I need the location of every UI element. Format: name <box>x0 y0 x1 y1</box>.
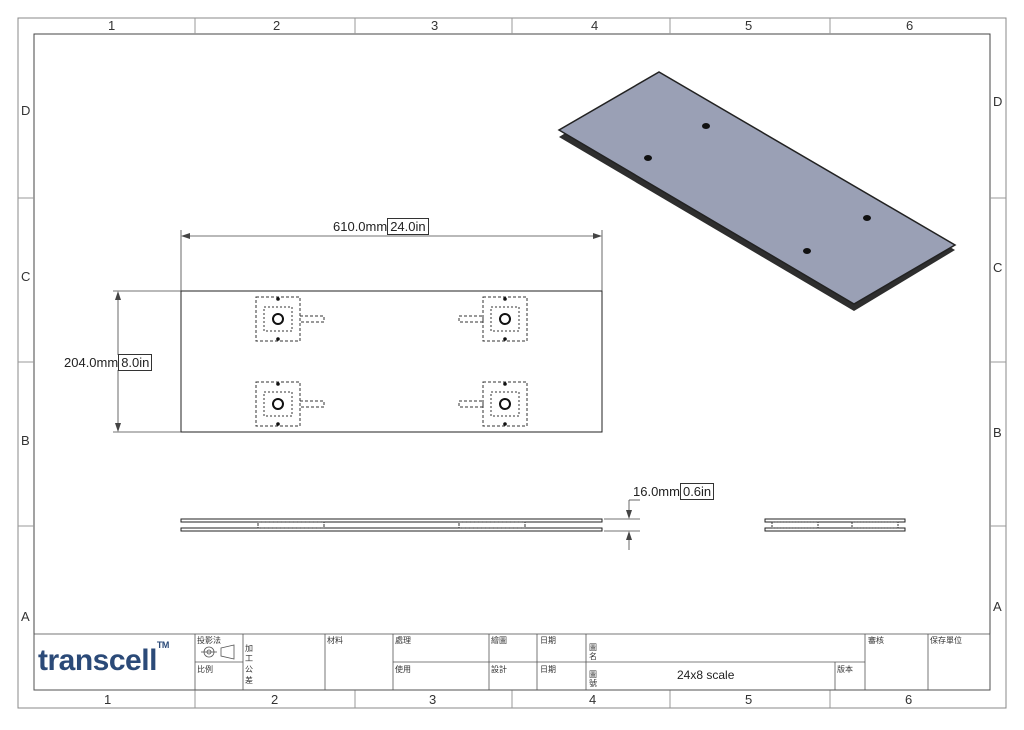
process-label-2: 工 <box>245 654 253 663</box>
foot-top-right <box>458 296 528 342</box>
process-label-1: 加 <box>245 644 253 653</box>
mount-hole <box>644 155 652 161</box>
zone-col-1-bottom: 1 <box>104 692 112 707</box>
zone-col-3-top: 3 <box>431 18 439 33</box>
zone-col-2-top: 2 <box>273 18 281 33</box>
inner-border <box>33 33 991 691</box>
zone-col-5-bottom: 5 <box>745 692 753 707</box>
zone-col-3-bottom: 3 <box>429 692 437 707</box>
zone-row-d-right: D <box>993 94 1003 109</box>
length-mm: 610.0mm <box>333 219 388 234</box>
foot-bottom-left <box>255 381 325 427</box>
front-view <box>180 499 640 550</box>
zone-col-6-bottom: 6 <box>905 692 913 707</box>
mount-hole <box>803 248 811 254</box>
zone-col-6-top: 6 <box>906 18 914 33</box>
zone-row-a-left: A <box>21 609 30 624</box>
zone-row-a-right: A <box>993 599 1002 614</box>
outer-border <box>17 17 1007 709</box>
usage-label: 使用 <box>395 665 411 674</box>
scale-label: 比例 <box>197 665 213 674</box>
zone-row-b-left: B <box>21 433 30 448</box>
thickness-mm: 16.0mm <box>633 484 680 499</box>
plate-top-face <box>557 71 957 305</box>
zone-row-c-right: C <box>993 260 1003 275</box>
mount-hole <box>863 215 871 221</box>
foot-bottom-right <box>458 381 528 427</box>
title-block-grid <box>33 633 991 691</box>
date-label-2: 日期 <box>540 665 556 674</box>
version-label: 版本 <box>837 665 853 674</box>
zone-col-4-bottom: 4 <box>589 692 597 707</box>
zone-row-c-left: C <box>21 269 31 284</box>
zone-col-1-top: 1 <box>108 18 116 33</box>
number-label-2: 號 <box>589 679 597 688</box>
side-view <box>764 518 906 532</box>
draw-label: 繪圖 <box>491 636 507 645</box>
width-in: 8.0in <box>118 354 153 371</box>
treatment-label: 處理 <box>395 636 411 645</box>
projection-label: 投影法 <box>197 636 221 645</box>
top-view <box>113 230 603 433</box>
zone-col-4-top: 4 <box>591 18 599 33</box>
zone-row-b-right: B <box>993 425 1002 440</box>
width-mm: 204.0mm <box>64 355 119 370</box>
isometric-view <box>557 71 957 311</box>
zone-col-5-top: 5 <box>745 18 753 33</box>
logo-text: transcell <box>38 644 157 677</box>
material-label: 材料 <box>327 636 343 645</box>
zone-dividers <box>18 18 1006 708</box>
length-in: 24.0in <box>387 218 429 235</box>
number-label-1: 圖 <box>589 670 597 679</box>
design-label: 設計 <box>491 665 507 674</box>
title-label-1: 圖 <box>589 643 597 652</box>
process-label-4: 差 <box>245 676 253 685</box>
mount-hole <box>702 123 710 129</box>
drawing-name: 24x8 scale <box>677 668 735 682</box>
title-label-2: 名 <box>589 652 597 661</box>
company-logo: transcellTM <box>38 640 169 678</box>
review-label: 審核 <box>868 636 884 645</box>
save-unit-label: 保存單位 <box>930 636 962 645</box>
logo-trademark: TM <box>156 640 170 650</box>
zone-row-d-left: D <box>21 103 31 118</box>
foot-top-left <box>255 296 325 342</box>
thickness-in: 0.6in <box>679 483 715 500</box>
date-label-1: 日期 <box>540 636 556 645</box>
zone-col-2-bottom: 2 <box>271 692 279 707</box>
process-label-3: 公 <box>245 665 253 674</box>
